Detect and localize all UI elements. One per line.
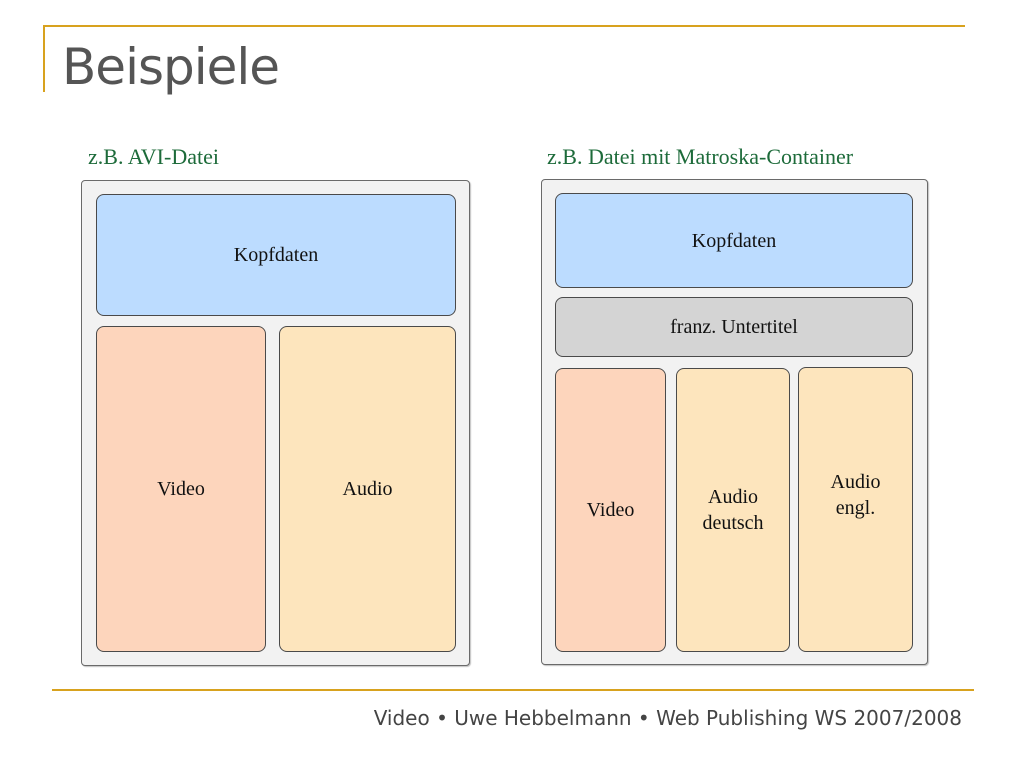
slide-footer: Video • Uwe Hebbelmann • Web Publishing … (373, 706, 962, 730)
right-diagram-caption: z.B. Datei mit Matroska-Container (547, 144, 854, 169)
avi-video-box: Video (96, 326, 266, 652)
audio-deutsch-line1: Audio (708, 486, 758, 508)
audio-deutsch-box: Audio deutsch (676, 368, 790, 652)
subtitle-label: franz. Untertitel (670, 316, 798, 338)
matroska-video-label: Video (586, 499, 635, 521)
matroska-header-label: Kopfdaten (691, 229, 777, 252)
left-accent-rule (43, 25, 45, 92)
audio-deutsch-label: Audio deutsch (702, 484, 763, 536)
matroska-video-box: Video (555, 368, 666, 652)
left-diagram-caption: z.B. AVI-Datei (88, 144, 219, 169)
matroska-header-box: Kopfdaten (555, 193, 913, 288)
avi-header-box: Kopfdaten (96, 194, 456, 316)
avi-audio-label: Audio (342, 478, 393, 500)
avi-video-label: Video (157, 478, 205, 500)
audio-engl-box: Audio engl. (798, 367, 913, 652)
audio-engl-label: Audio engl. (831, 469, 881, 521)
bottom-accent-rule (52, 689, 974, 691)
slide-title: Beispiele (62, 38, 280, 96)
avi-header-label: Kopfdaten (233, 244, 319, 266)
audio-deutsch-line2: deutsch (702, 512, 764, 534)
matroska-container-panel: Kopfdaten franz. Untertitel Video Audio … (541, 179, 928, 665)
audio-engl-line1: Audio (830, 470, 881, 493)
avi-container-panel: Kopfdaten Video Audio (81, 180, 470, 666)
subtitle-box: franz. Untertitel (555, 297, 913, 357)
top-accent-rule (43, 25, 965, 27)
avi-audio-box: Audio (279, 326, 456, 652)
audio-engl-line2: engl. (835, 496, 876, 519)
